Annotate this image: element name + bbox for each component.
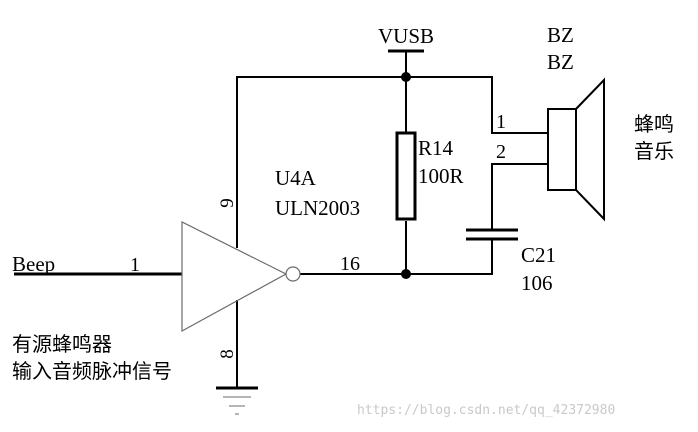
junction-dots: [401, 72, 411, 279]
wires: [14, 76, 548, 388]
u4a-ref-label: U4A: [275, 166, 317, 190]
bz-desc-line1: 蜂鸣: [634, 113, 674, 136]
u4a-pin-gnd-label: 8: [217, 349, 238, 359]
note-line1: 有源蜂鸣器: [12, 333, 112, 356]
bz-pin2-label: 2: [496, 141, 506, 163]
buzzer-bz-symbol: [547, 77, 605, 222]
c21-ref-label: C21: [521, 243, 556, 267]
bz-pin1-label: 1: [496, 111, 506, 133]
bz-value-label: BZ: [547, 50, 574, 74]
r14-ref-label: R14: [418, 136, 454, 160]
c21-value-label: 106: [521, 271, 553, 295]
capacitor-c21-symbol: [466, 228, 518, 241]
resistor-r14-symbol: [395, 131, 417, 221]
bz-desc-line2: 音乐: [634, 140, 674, 163]
r14-value-label: 100R: [418, 164, 464, 188]
u4a-pin-out-label: 16: [340, 253, 360, 275]
u4a-pin-in-label: 1: [130, 254, 140, 276]
u4a-pin-com-label: 9: [217, 198, 238, 208]
vusb-label: VUSB: [378, 24, 434, 48]
bz-ref-label: BZ: [547, 23, 574, 47]
ground-symbol: [216, 386, 258, 415]
beep-label: Beep: [12, 252, 55, 276]
watermark-text: https://blog.csdn.net/qq_42372980: [357, 403, 615, 418]
u4a-part-label: ULN2003: [275, 196, 360, 220]
note-line2: 输入音频脉冲信号: [12, 360, 172, 383]
uln2003-buffer-symbol: [181, 221, 301, 333]
